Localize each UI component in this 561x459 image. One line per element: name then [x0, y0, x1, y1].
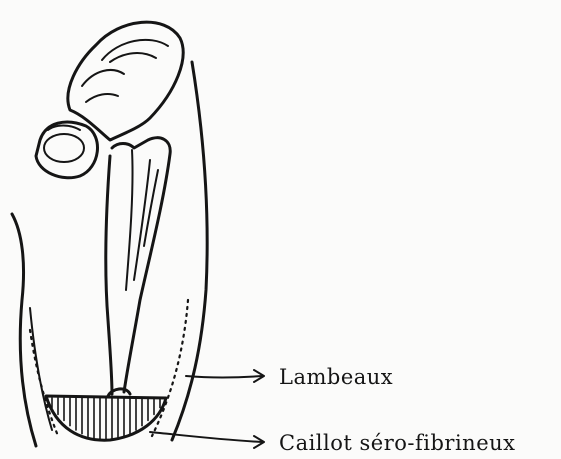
clot-label: Caillot séro-fibrineux [279, 431, 515, 455]
thigh-outline [12, 62, 207, 446]
hip-bone [36, 22, 183, 178]
femur-shaft [106, 138, 170, 396]
clot-pointer [150, 432, 264, 448]
flaps-pointer [186, 370, 264, 382]
clot-region [46, 396, 166, 440]
flaps-label: Lambeaux [279, 365, 393, 389]
